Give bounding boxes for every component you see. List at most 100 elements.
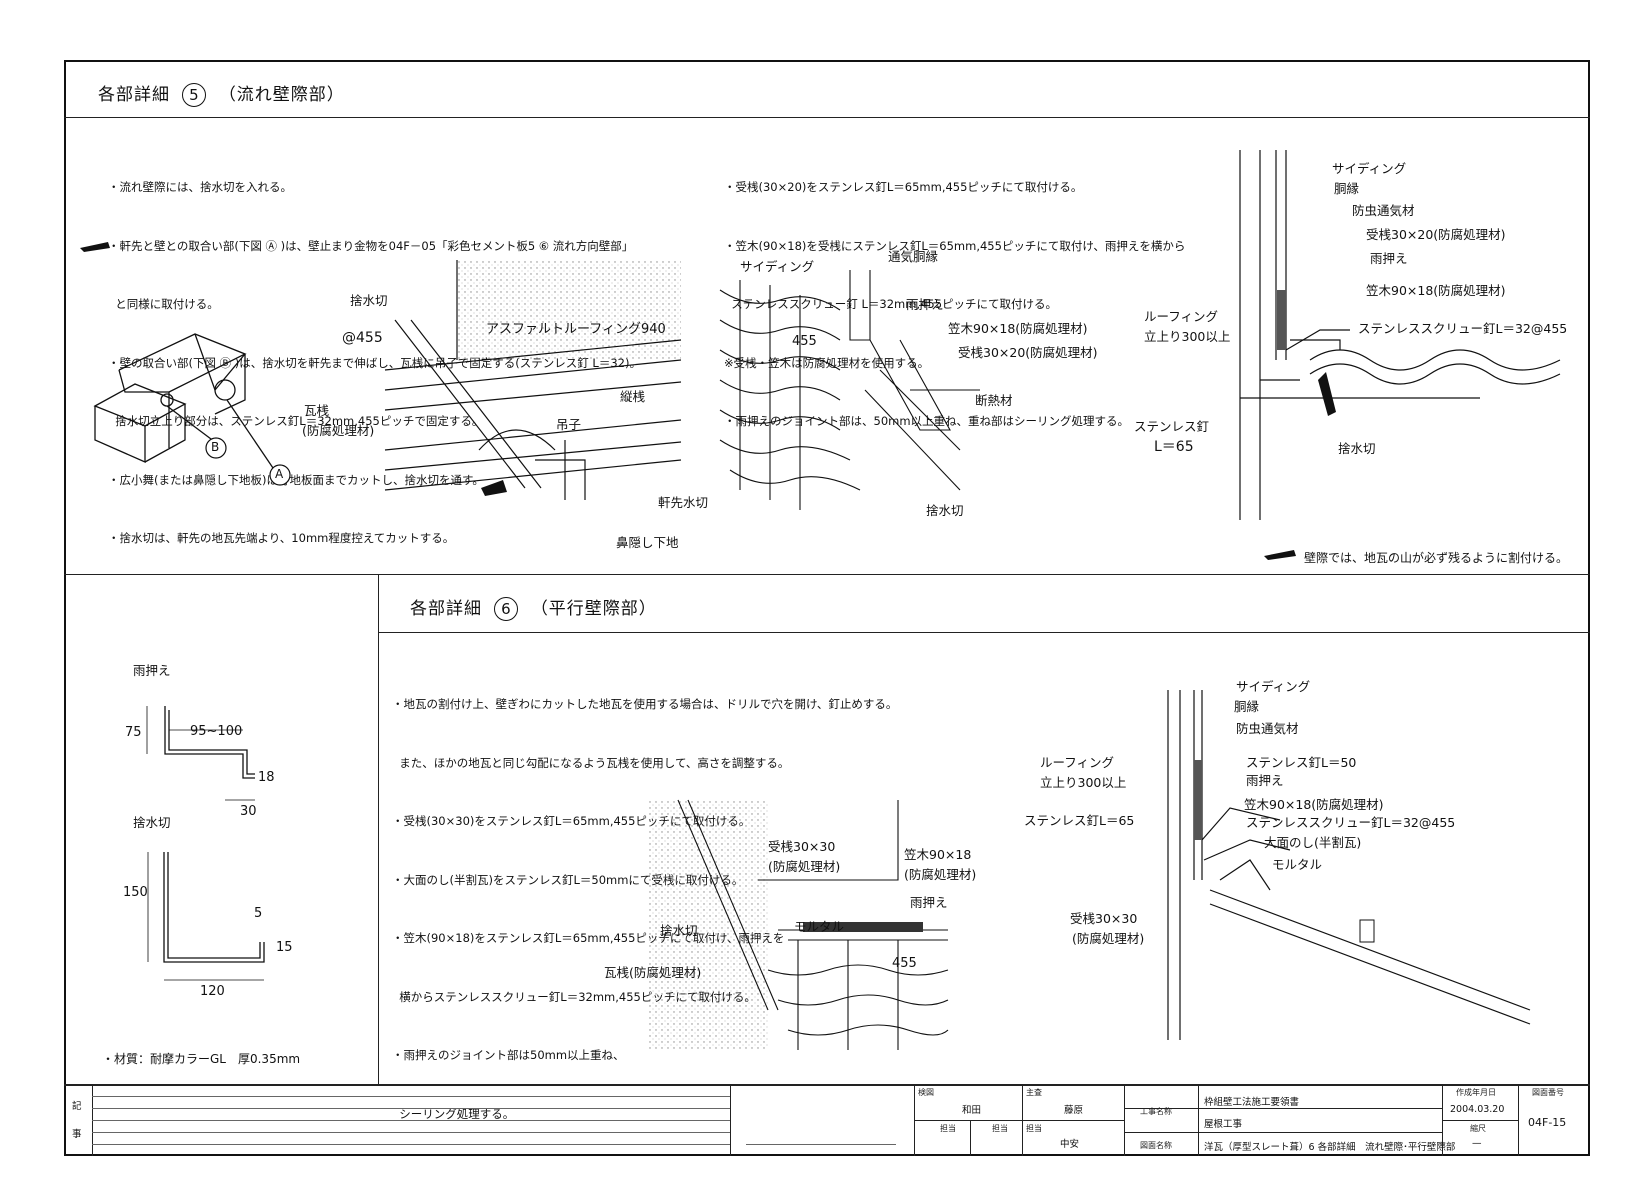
tb-koji2: 屋根工事: [1204, 1119, 1243, 1130]
tb-divider: [1198, 1084, 1199, 1156]
tb-no-label: 図面番号: [1532, 1088, 1564, 1097]
note-line: ステンレススクリュー釘 L＝32mm,455ピッチにて取付ける。: [724, 297, 1058, 311]
tb-koji1: 枠組壁工法施工要領書: [1204, 1097, 1300, 1108]
label-hanakakushi: 鼻隠し下地: [616, 535, 679, 550]
label-kasagi-b: 笠木90×18(防腐処理材): [948, 321, 1088, 336]
tb-ki: 記: [72, 1101, 82, 1112]
note-line: ・受桟(30×20)をステンレス釘L＝65mm,455ピッチにて取付ける。: [724, 180, 1083, 194]
label-kugi50-e: ステンレス釘L＝50: [1246, 755, 1357, 770]
eave-detail-diagram: [384, 260, 682, 500]
section6-heading: 各部詳細 6 （平行壁際部）: [410, 594, 657, 621]
mark-b-label: B: [211, 440, 220, 454]
marker-arrow-icon: [1264, 550, 1296, 560]
label-parts-amaosae: 雨押え: [133, 663, 171, 678]
tb-nakayasu: 中安: [1060, 1139, 1080, 1150]
label-kugi2-c: L＝65: [1154, 439, 1194, 455]
tb-note-line: [92, 1144, 730, 1145]
label-roofing2-e: 立上り300以上: [1040, 775, 1127, 790]
tb-tanto2: 担当: [992, 1124, 1008, 1133]
label-tatezan: 縦桟: [620, 389, 646, 404]
dim-150: 150: [123, 885, 148, 900]
section5-number: 5: [182, 83, 207, 107]
wall-flow-iso-diagram: [719, 270, 980, 510]
label-455-d: 455: [892, 956, 917, 971]
section5-footnote: 壁際では、地瓦の山が必ず残るように割付ける。: [1304, 551, 1569, 565]
label-parts-stemizu: 捨水切: [133, 815, 171, 830]
note-line: ・雨押えのジョイント部は、50mm以上重ね、重ね部はシーリング処理する。: [724, 414, 1130, 428]
label-roofing-e: ルーフィング: [1040, 755, 1115, 770]
label-amaosae-b: 雨押え: [906, 297, 944, 312]
note-line: 捨水切立上り部分は、ステンレス釘L＝32mm,455ピッチで固定する。: [108, 414, 484, 428]
label-kawarazan-d: 瓦桟(防腐処理材): [604, 965, 702, 980]
label-tsuriko: 吊子: [556, 417, 582, 432]
label-roofing-c: ルーフィング: [1144, 309, 1219, 324]
label-dannetsu-b: 断熱材: [975, 393, 1013, 408]
tb-tanto3: 担当: [1026, 1124, 1042, 1133]
label-amaosae-d: 雨押え: [910, 895, 948, 910]
tb-shusa-label: 主査: [1026, 1088, 1042, 1097]
note-line: ・笠木(90×18)を受桟にステンレス釘L＝65mm,455ピッチにて取付け、雨…: [724, 238, 1186, 253]
label-kasagi2-d: (防腐処理材): [904, 867, 977, 882]
label-kawarazan: 瓦桟: [304, 403, 330, 418]
note-line: ・地瓦の割付け上、壁ぎわにカットした地瓦を使用する場合は、ドリルで穴を開け、釘止…: [392, 697, 898, 711]
label-bochu-c: 防虫通気材: [1352, 203, 1415, 218]
label-nokisaki: 軒先水切: [658, 495, 709, 510]
label-mortar-d: モルタル: [794, 919, 845, 934]
parts-divider: [378, 574, 379, 1084]
label-siding-e: サイディング: [1236, 679, 1311, 694]
mark-a-label: A: [275, 467, 284, 481]
label-pitch: @455: [342, 330, 383, 346]
tb-divider: [1124, 1084, 1125, 1156]
tb-date: 2004.03.20: [1450, 1104, 1505, 1115]
label-doubuchi-c: 胴縁: [1334, 181, 1360, 196]
label-screw-c: ステンレススクリュー釘L＝32@455: [1358, 321, 1568, 336]
label-455-b: 455: [792, 334, 817, 349]
label-stemizu-b: 捨水切: [926, 503, 964, 518]
note-line: ・流れ壁際には、捨水切を入れる。: [108, 180, 292, 194]
label-ukezan-d: 受桟30×30: [768, 839, 836, 854]
tb-divider: [970, 1120, 971, 1156]
label-mortar-e: モルタル: [1272, 857, 1323, 872]
tb-koji-label: 工事名称: [1140, 1107, 1172, 1116]
marker-arrow-icon: [80, 242, 110, 252]
tb-ji: 事: [72, 1129, 82, 1140]
section5-subtitle: （流れ壁際部）: [218, 85, 345, 105]
amaosae-profile: [146, 706, 255, 801]
label-stemizu-c: 捨水切: [1338, 441, 1376, 456]
label-omen-e: 大面のし(半割瓦): [1264, 835, 1362, 850]
label-kasagi-c: 笠木90×18(防腐処理材): [1366, 283, 1506, 298]
house-iso-diagram: [93, 333, 291, 486]
dim-18: 18: [258, 770, 275, 785]
section5-title: 各部詳細: [98, 85, 170, 105]
dim-5: 5: [254, 906, 263, 921]
note-line: ・捨水切は、軒先の地瓦先端より、10mm程度控えてカットする。: [108, 531, 455, 545]
label-doubuchi-e: 胴縁: [1234, 699, 1260, 714]
section5-heading: 各部詳細 5 （流れ壁際部）: [98, 80, 345, 107]
label-ukezan-c: 受桟30×20(防腐処理材): [1366, 227, 1506, 242]
label-kugi65-e: ステンレス釘L＝65: [1024, 813, 1135, 828]
note-line: と同様に取付ける。: [108, 297, 219, 311]
label-ukezan2-e: (防腐処理材): [1072, 931, 1145, 946]
parallel-wall-section-diagram: [1167, 690, 1531, 1040]
tb-row: [1124, 1108, 1442, 1109]
label-kugi-c: ステンレス釘: [1134, 419, 1210, 434]
tb-date-label: 作成年月日: [1456, 1088, 1496, 1097]
wall-flow-section-diagram: [1239, 150, 1561, 520]
stemizu-profile: [147, 852, 265, 981]
tb-tanto1: 担当: [940, 1124, 956, 1133]
label-kawarazan-note: (防腐処理材): [302, 423, 375, 438]
tb-zumen-label: 図面名称: [1140, 1141, 1172, 1150]
note-line: ・広小舞(または鼻隠し下地板)は野地板面までカットし、捨水切を通す。: [108, 472, 484, 487]
tb-note-line: [92, 1096, 730, 1097]
tb-fujiwara: 藤原: [1064, 1105, 1084, 1116]
label-siding-b: サイディング: [740, 259, 815, 274]
tb-divider: [1518, 1084, 1519, 1156]
tb-note-line: [92, 1120, 730, 1121]
tb-note-line: [92, 1132, 730, 1133]
section5-notes-right: ・受桟(30×20)をステンレス釘L＝65mm,455ピッチにて取付ける。 ・笠…: [724, 139, 1185, 451]
dim-95: 95~100: [190, 724, 243, 739]
tb-row: [1442, 1120, 1518, 1121]
section6-header-divider: [378, 632, 1590, 633]
label-bochu-e: 防虫通気材: [1236, 721, 1299, 736]
section-divider: [64, 574, 1590, 575]
